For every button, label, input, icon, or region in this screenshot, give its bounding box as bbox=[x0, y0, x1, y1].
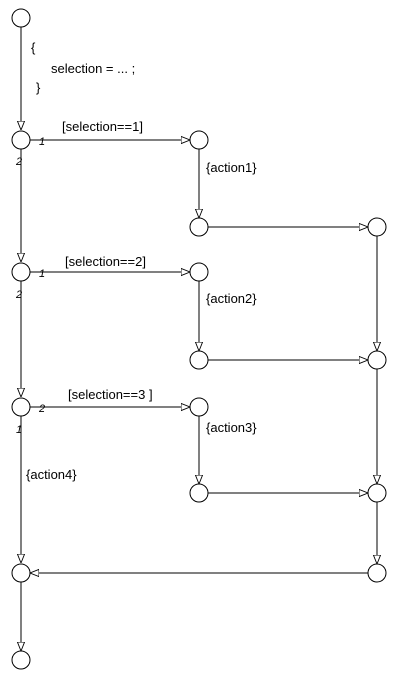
end-node bbox=[11, 650, 31, 670]
right-node-3 bbox=[367, 483, 387, 503]
labels: { selection = ... ; } 1 2 [selection==1]… bbox=[15, 40, 257, 482]
action-node-2-top bbox=[189, 262, 209, 282]
default-order-1: 2 bbox=[15, 156, 22, 168]
default-order-3: 1 bbox=[16, 424, 22, 436]
condition-label-2: [selection==2] bbox=[65, 254, 146, 269]
merge-node bbox=[11, 563, 31, 583]
junction-1 bbox=[11, 130, 31, 150]
junction-2 bbox=[11, 262, 31, 282]
transition-order-2: 1 bbox=[39, 268, 45, 280]
right-node-4 bbox=[367, 563, 387, 583]
edges bbox=[21, 27, 377, 651]
init-open-brace: { bbox=[31, 40, 36, 55]
action-node-1-bottom bbox=[189, 217, 209, 237]
default-order-2: 2 bbox=[15, 289, 22, 301]
right-node-1 bbox=[367, 217, 387, 237]
action-node-1-top bbox=[189, 130, 209, 150]
default-action-label: {action4} bbox=[26, 467, 77, 482]
transition-order-1: 1 bbox=[39, 136, 45, 148]
action-label-3: {action3} bbox=[206, 420, 257, 435]
right-node-2 bbox=[367, 350, 387, 370]
junction-3 bbox=[11, 397, 31, 417]
start-node bbox=[11, 8, 31, 28]
init-statement: selection = ... ; bbox=[51, 61, 135, 76]
action-node-3-top bbox=[189, 397, 209, 417]
action-label-1: {action1} bbox=[206, 160, 257, 175]
transition-order-3: 2 bbox=[38, 403, 45, 415]
action-node-2-bottom bbox=[189, 350, 209, 370]
action-node-3-bottom bbox=[189, 483, 209, 503]
condition-label-1: [selection==1] bbox=[62, 119, 143, 134]
action-label-2: {action2} bbox=[206, 291, 257, 306]
condition-label-3: [selection==3 ] bbox=[68, 387, 153, 402]
nodes bbox=[11, 8, 387, 670]
init-close-brace: } bbox=[36, 80, 41, 95]
